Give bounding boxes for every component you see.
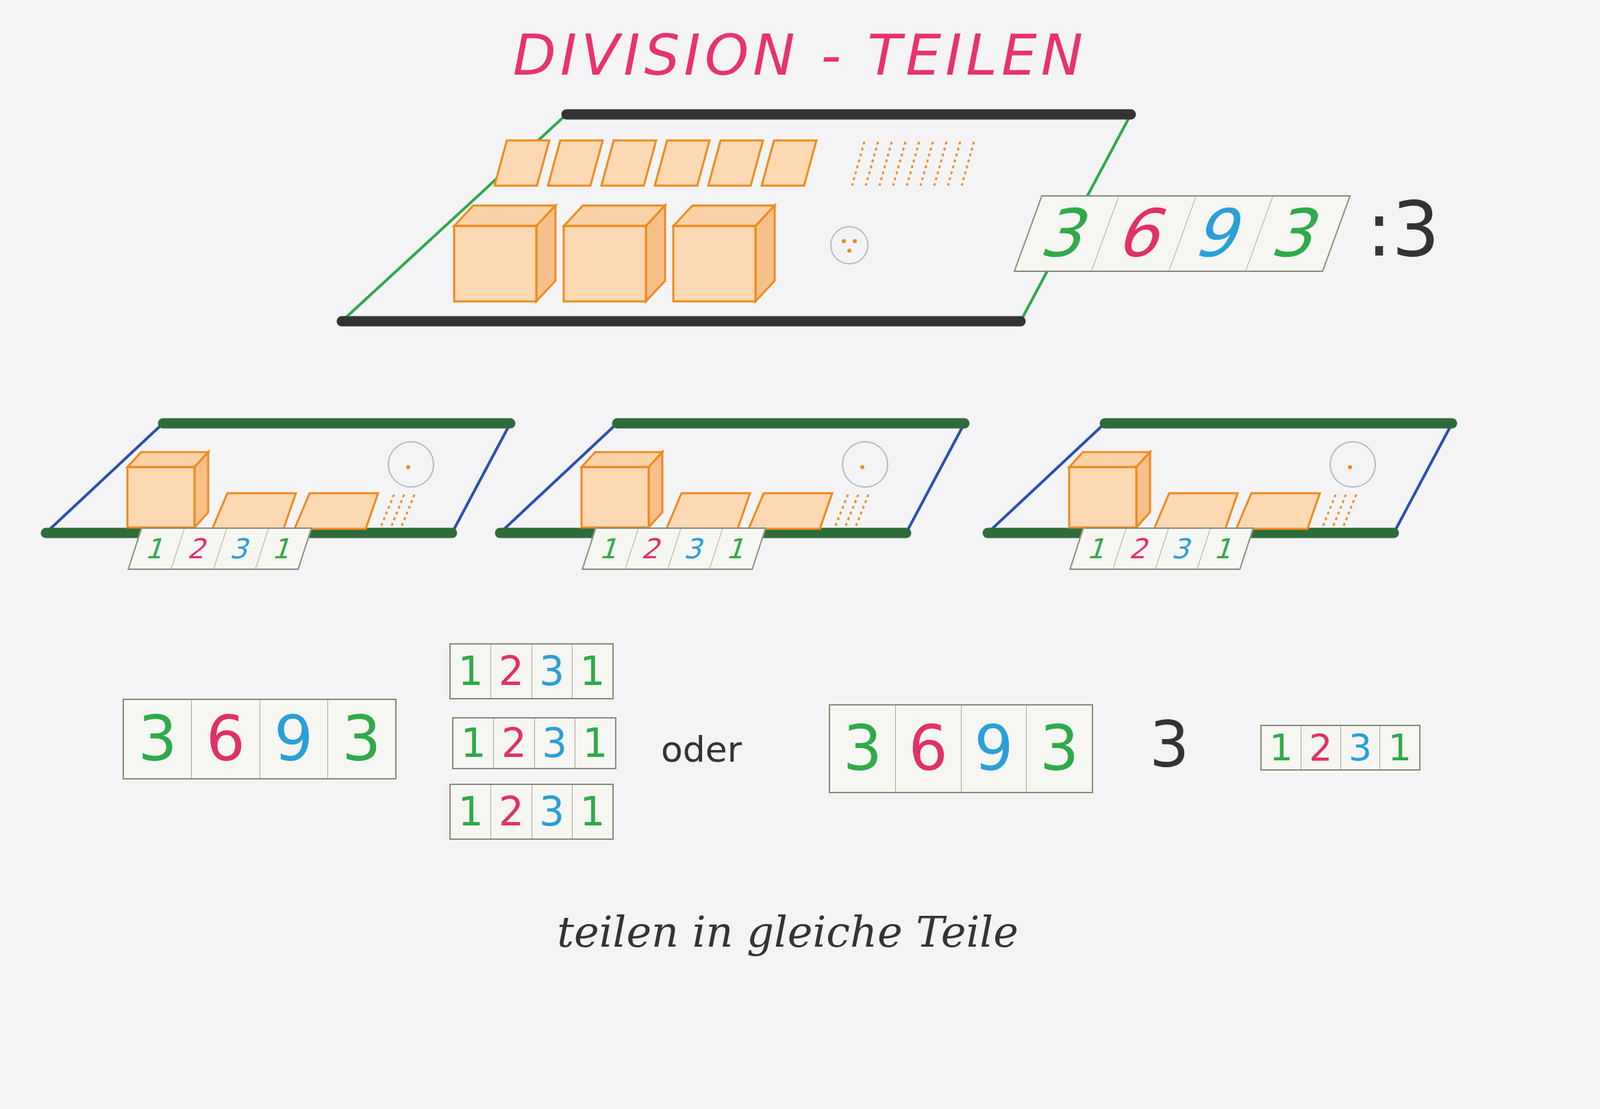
digit: 1 [597, 534, 624, 563]
digit-cell: 6 [1091, 196, 1196, 271]
digit: 1 [1269, 729, 1293, 767]
digit-cell: 1 [709, 528, 766, 569]
digit: 2 [1308, 729, 1333, 767]
number-box: 1231 [1260, 724, 1421, 771]
digit: 9 [973, 717, 1014, 780]
digit-cell: 1 [571, 644, 613, 698]
number-box: 1231 [1069, 527, 1255, 570]
digit-cell: 1 [255, 528, 311, 569]
digit-cell: 1 [583, 528, 639, 569]
digit-cell: 2 [490, 784, 531, 839]
digit: 3 [1348, 729, 1372, 767]
digit-cell: 1 [450, 644, 491, 698]
digit-cell: 2 [624, 528, 681, 569]
digit: 6 [206, 708, 246, 770]
digit-cell: 3 [531, 784, 572, 839]
digit-cell: 3 [1015, 196, 1119, 271]
label: oder [660, 731, 742, 768]
digit-cell: 2 [170, 528, 227, 569]
digit-cell: 1 [574, 718, 616, 768]
digit-cell: 3 [1026, 705, 1092, 792]
label: 3 [1149, 713, 1190, 777]
digit: 3 [1169, 534, 1196, 563]
digit-cell: 3 [327, 700, 396, 779]
digit: 1 [582, 723, 608, 764]
digit-cell: 9 [259, 700, 328, 779]
digit: 1 [1211, 534, 1238, 563]
digit: 2 [639, 534, 666, 563]
digit: 1 [458, 651, 484, 692]
digit: 1 [1084, 534, 1111, 563]
digit-cell: 3 [213, 528, 269, 569]
digit: 2 [185, 534, 212, 563]
title: DIVISION - TEILEN [513, 27, 1087, 84]
digit: 3 [1034, 200, 1100, 267]
digit-cell: 2 [1300, 726, 1341, 770]
number-box: 1231 [449, 643, 614, 700]
digit: 3 [1039, 717, 1079, 780]
digit: 3 [539, 651, 565, 692]
digit: 3 [541, 723, 568, 764]
digit: 2 [498, 651, 524, 692]
digit-cell: 3 [1245, 196, 1350, 271]
digit-cell: 3 [1154, 528, 1211, 569]
digit-cell: 3 [534, 718, 575, 768]
digit-cell: 6 [895, 705, 961, 792]
digit-cell: 1 [1261, 726, 1301, 770]
digit-cell: 2 [493, 718, 534, 768]
number-box: 1231 [452, 717, 617, 770]
digit-cell: 9 [1168, 196, 1273, 271]
digit: 3 [539, 791, 565, 832]
digit: 1 [143, 534, 170, 563]
digit-cell: 3 [1340, 726, 1381, 770]
digit: 2 [498, 791, 524, 832]
digit-cell: 3 [667, 528, 723, 569]
digit: 6 [908, 717, 948, 780]
digit: 9 [1187, 200, 1254, 267]
number-box: 3693 [1013, 195, 1352, 272]
digit-cell: 1 [571, 784, 613, 839]
digit-cell: 6 [191, 700, 259, 779]
digit: 3 [843, 717, 883, 780]
number-box: 1231 [127, 527, 313, 570]
digit: 1 [269, 534, 296, 563]
digit-cell: 1 [129, 528, 185, 569]
digit-cell: 3 [123, 700, 192, 779]
digit-cell: 2 [490, 644, 531, 698]
digit: 1 [1387, 729, 1411, 767]
number-box: 1231 [449, 783, 614, 840]
digit-cell: 9 [960, 705, 1027, 792]
digit-cell: 1 [1197, 528, 1253, 569]
digit: 3 [682, 534, 709, 563]
digit-cell: 3 [531, 644, 572, 698]
digit: 9 [273, 708, 314, 770]
digit-cell: 1 [453, 718, 494, 768]
number-box: 1231 [581, 527, 767, 570]
digit: 2 [501, 723, 527, 764]
digit-cell: 1 [1071, 528, 1127, 569]
digit: 1 [579, 651, 605, 692]
number-box: 3693 [828, 704, 1094, 794]
digit: 3 [1264, 200, 1331, 267]
digit-cell: 1 [450, 784, 491, 839]
digit-cell: 1 [1379, 726, 1420, 770]
number-box: 3693 [122, 698, 397, 780]
digit-cell: 2 [1112, 528, 1168, 569]
digit: 1 [458, 791, 484, 832]
digit: 6 [1110, 200, 1177, 267]
digit: 3 [228, 534, 255, 563]
digit: 3 [137, 708, 177, 770]
digit: 1 [723, 534, 750, 563]
digit: 3 [341, 708, 381, 770]
digit-cell: 3 [830, 705, 896, 792]
caption: teilen in gleiche Teile [556, 910, 1019, 954]
digit: 1 [579, 791, 605, 832]
digit: 1 [460, 723, 487, 764]
label: :3 [1366, 191, 1440, 268]
digit: 2 [1127, 534, 1154, 563]
